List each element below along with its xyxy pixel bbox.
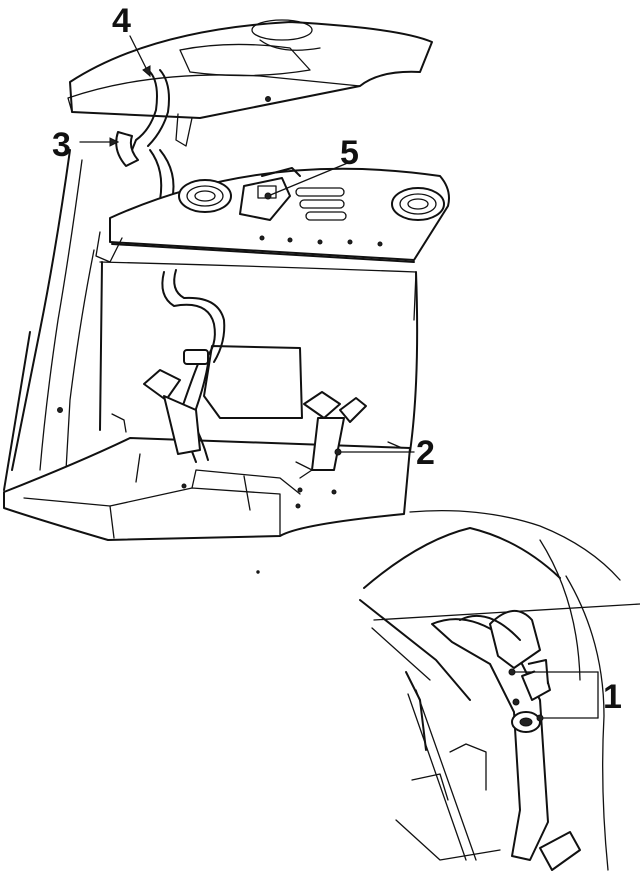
callout-2: 2 [334,434,435,472]
callout-label-3: 3 [52,126,71,164]
trunk-interior [3,149,419,541]
callout-3: 3 [52,126,120,164]
callout-label-5: 5 [340,134,359,172]
lower-seat-belt-assembly [143,269,367,479]
rear-deck-panel [95,167,450,263]
callout-4: 4 [112,2,151,78]
callout-5: 5 [264,134,359,200]
callout-1: 1 [508,668,622,722]
callout-label-1: 1 [603,678,622,716]
rear-package-shelf [67,19,433,147]
c-pillar-inset [359,509,640,871]
callout-label-4: 4 [112,2,131,40]
callout-label-2: 2 [416,434,435,472]
